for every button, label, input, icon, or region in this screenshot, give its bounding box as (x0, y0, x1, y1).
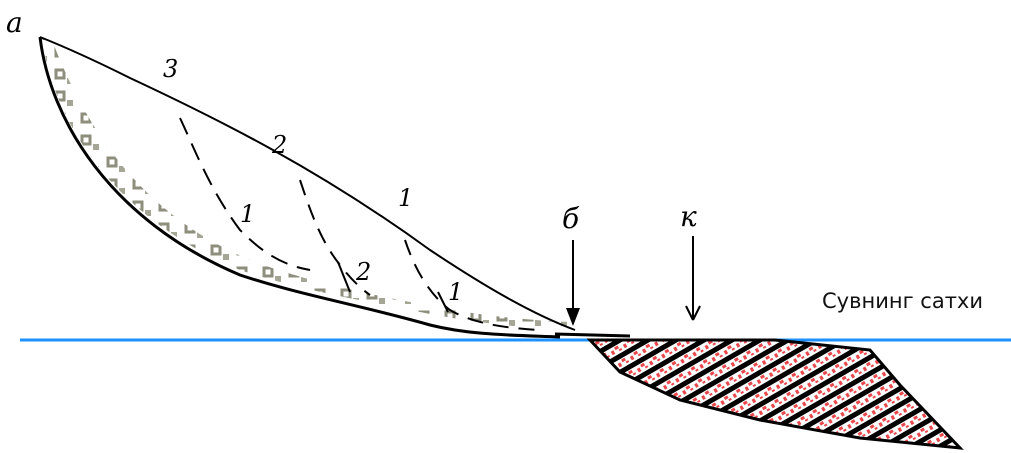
upper-profile-curve (39, 36, 576, 331)
gravel-deposit (42, 38, 570, 330)
lower-profile-curve (38, 36, 561, 339)
label-arrow-k: к (680, 200, 697, 233)
label-inner-1: 1 (240, 200, 255, 228)
label-inner-2: 2 (355, 258, 371, 286)
label-water-surface: Сувнинг сатхи (822, 289, 983, 313)
label-curve-1-upper: 1 (398, 184, 413, 212)
inner-label-2-pointer (337, 261, 351, 293)
label-curve-2-upper: 2 (271, 131, 287, 159)
intermediate-profile-1 (179, 117, 311, 271)
label-a: a (6, 6, 23, 39)
shoreline-segment (554, 332, 631, 338)
label-inner-1-low: 1 (448, 278, 463, 306)
sediment-wedge (586, 338, 964, 450)
inner-label-1-pointer (437, 291, 449, 313)
intermediate-profile-3 (404, 239, 541, 331)
label-arrow-b: б (562, 202, 580, 235)
arrow-k (685, 236, 701, 321)
arrow-b (566, 240, 580, 326)
label-curve-3: 3 (163, 55, 178, 83)
